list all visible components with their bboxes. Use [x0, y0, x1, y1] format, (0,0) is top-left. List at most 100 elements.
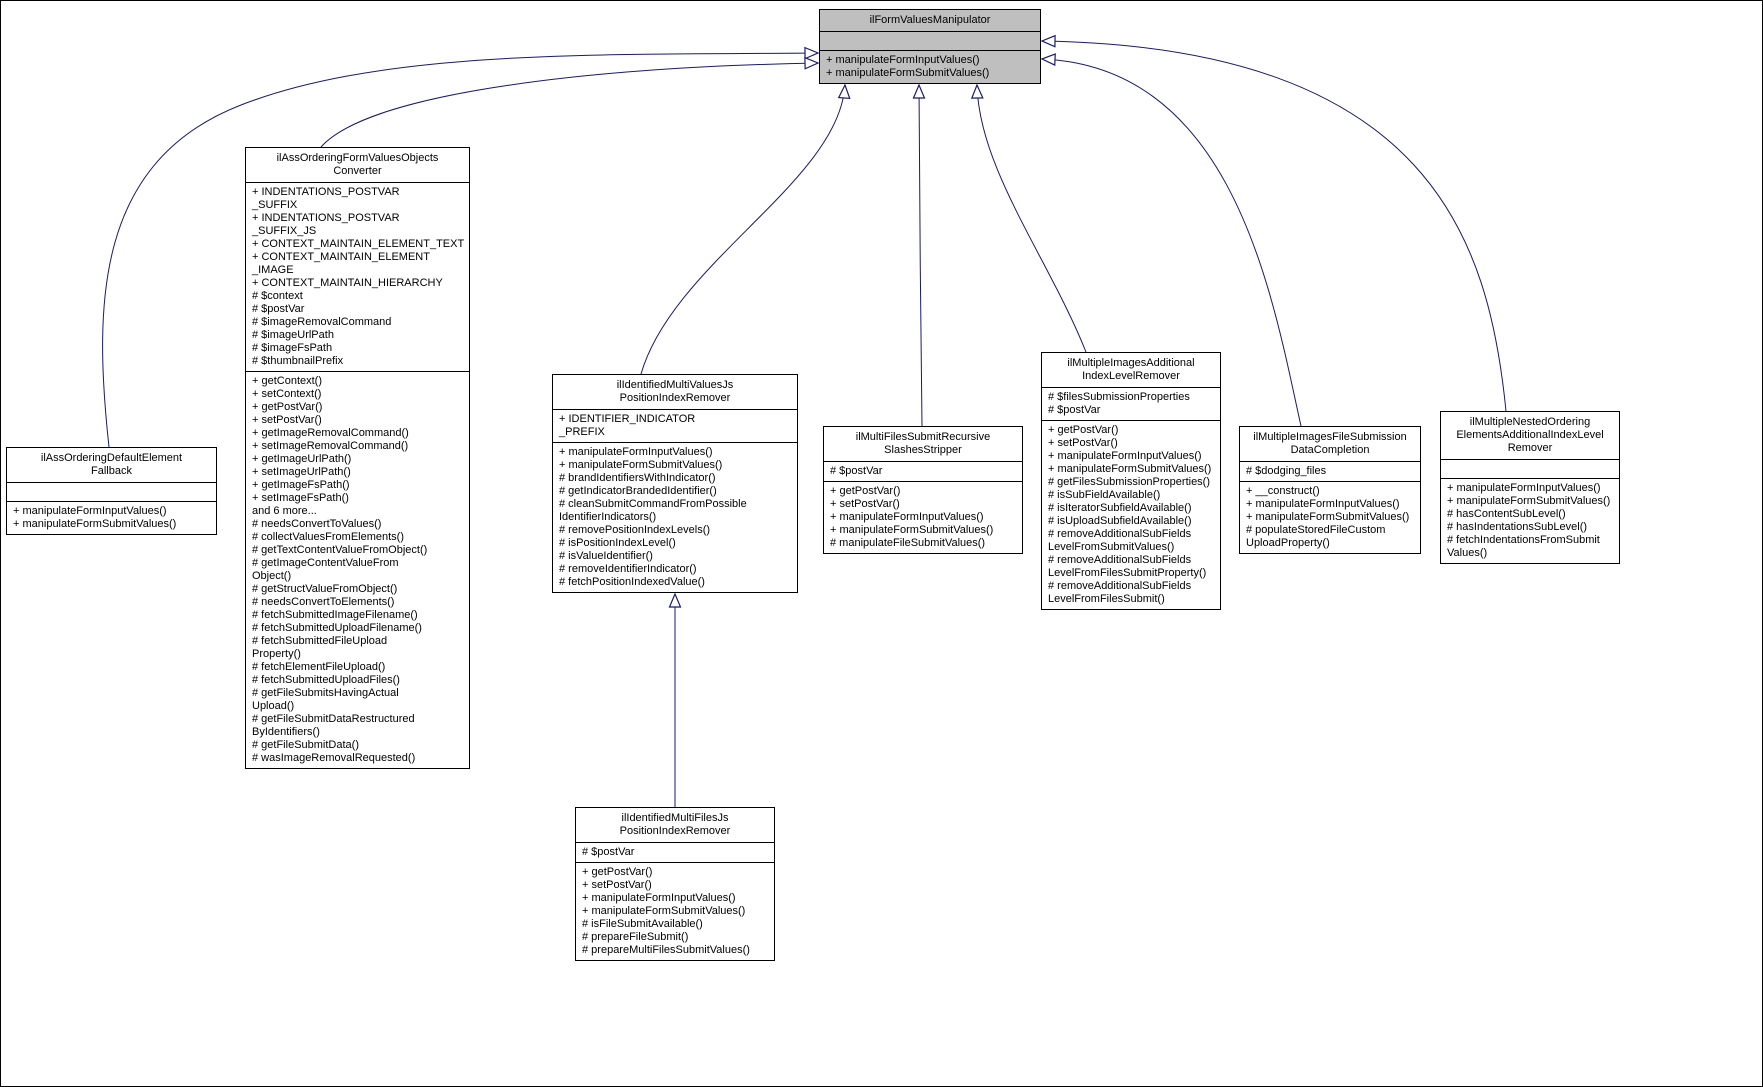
class-methods: + manipulateFormInputValues()+ manipulat… — [553, 442, 797, 592]
class-title-line: ilFormValuesManipulator — [869, 14, 991, 26]
method-line: + manipulateFormSubmitValues() — [826, 67, 990, 79]
method-line: + manipulateFormInputValues() — [13, 505, 167, 517]
method-line: # removeAdditionalSubFields — [1048, 580, 1192, 592]
method-line: LevelFromFilesSubmit() — [1048, 593, 1165, 605]
method-line: Object() — [252, 570, 292, 582]
class-attributes — [7, 482, 216, 501]
method-line: # isPositionIndexLevel() — [559, 537, 676, 549]
method-line: # prepareFileSubmit() — [582, 931, 689, 943]
method-line: # removeAdditionalSubFields — [1048, 554, 1192, 566]
class-methods: + getPostVar()+ setPostVar()+ manipulate… — [576, 862, 774, 960]
edge-indexLevelRemover-to-formValuesManipulator — [970, 83, 1087, 353]
class-methods: + manipulateFormInputValues()+ manipulat… — [7, 501, 216, 534]
method-line: + getImageUrlPath() — [252, 453, 352, 465]
method-line: # hasIndentationsSubLevel() — [1447, 521, 1588, 533]
class-methods: + __construct()+ manipulateFormInputValu… — [1240, 481, 1420, 553]
attribute-line: + CONTEXT_MAINTAIN_ELEMENT_TEXT — [252, 238, 465, 250]
method-line: + setContext() — [252, 388, 322, 400]
method-line: # hasContentSubLevel() — [1447, 508, 1566, 520]
attribute-line: # $postVar — [582, 846, 635, 858]
class-title-line: IndexLevelRemover — [1082, 370, 1180, 382]
edge-objectsConverter-to-formValuesManipulator — [320, 56, 820, 148]
method-line: + manipulateFormSubmitValues() — [582, 905, 746, 917]
method-line: + setPostVar() — [252, 414, 322, 426]
method-line: # populateStoredFileCustom — [1246, 524, 1386, 536]
method-line: # brandIdentifiersWithIndicator() — [559, 472, 716, 484]
attribute-line: + INDENTATIONS_POSTVAR — [252, 186, 400, 198]
class-title-line: ilMultipleImagesAdditional — [1067, 357, 1195, 369]
method-line: + manipulateFormInputValues() — [830, 511, 984, 523]
method-line: + setPostVar() — [830, 498, 900, 510]
attribute-line: # $imageUrlPath — [252, 329, 334, 341]
class-methods: + getPostVar()+ setPostVar()+ manipulate… — [824, 481, 1022, 553]
class-title-line: ElementsAdditionalIndexLevel — [1456, 429, 1604, 441]
method-line: + getContext() — [252, 375, 323, 387]
method-line: # fetchIndentationsFromSubmit — [1447, 534, 1600, 546]
method-line: + manipulateFormInputValues() — [582, 892, 736, 904]
method-line: + setImageUrlPath() — [252, 466, 351, 478]
method-line: + manipulateFormInputValues() — [1246, 498, 1400, 510]
attribute-line: # $postVar — [252, 303, 305, 315]
method-line: # getFileSubmitsHavingActual — [252, 687, 399, 699]
attribute-line: # $postVar — [830, 465, 883, 477]
attribute-line: _IMAGE — [252, 264, 294, 276]
method-line: # getImageContentValueFrom — [252, 557, 399, 569]
class-attributes: # $dodging_files — [1240, 461, 1420, 481]
attribute-line: _SUFFIX_JS — [252, 225, 317, 237]
method-line: # prepareMultiFilesSubmitValues() — [582, 944, 750, 956]
method-line: + manipulateFormInputValues() — [1447, 482, 1601, 494]
method-line: Property() — [252, 648, 301, 660]
method-line: + __construct() — [1246, 485, 1320, 497]
method-line: # fetchSubmittedUploadFilename() — [252, 622, 422, 634]
attribute-line: + IDENTIFIER_INDICATOR — [559, 413, 696, 425]
class-methods: + manipulateFormInputValues()+ manipulat… — [1441, 478, 1619, 563]
method-line: + manipulateFormSubmitValues() — [1048, 463, 1212, 475]
method-line: + getPostVar() — [582, 866, 653, 878]
method-line: + manipulateFormSubmitValues() — [1447, 495, 1611, 507]
method-line: + manipulateFormSubmitValues() — [559, 459, 723, 471]
class-attributes — [1441, 459, 1619, 478]
class-attributes: # $filesSubmissionProperties# $postVar — [1042, 387, 1220, 420]
method-line: # fetchPositionIndexedValue() — [559, 576, 705, 588]
class-attributes: # $postVar — [824, 461, 1022, 481]
method-line: # removePositionIndexLevels() — [559, 524, 711, 536]
class-title-line: ilMultiFilesSubmitRecursive — [855, 431, 991, 443]
method-line: # getStructValueFromObject() — [252, 583, 398, 595]
method-line: # fetchSubmittedImageFilename() — [252, 609, 418, 621]
method-line: # isIteratorSubfieldAvailable() — [1048, 502, 1192, 514]
method-line: + setImageRemovalCommand() — [252, 440, 409, 452]
class-title-line: Remover — [1507, 442, 1553, 454]
method-line: and 6 more... — [252, 505, 317, 517]
method-line: UploadProperty() — [1246, 537, 1330, 549]
method-line: Upload() — [252, 700, 295, 712]
method-line: # collectValuesFromElements() — [252, 531, 405, 543]
class-title-line: ilAssOrderingFormValuesObjects — [276, 152, 439, 164]
method-line: # getFileSubmitDataRestructured — [252, 713, 415, 725]
class-box-ilFormValuesManipulator: ilFormValuesManipulator + manipulateForm… — [819, 9, 1041, 84]
attribute-line: # $filesSubmissionProperties — [1048, 391, 1190, 403]
method-line: # isUploadSubfieldAvailable() — [1048, 515, 1192, 527]
class-title-line: PositionIndexRemover — [619, 392, 731, 404]
method-line: # getFileSubmitData() — [252, 739, 359, 751]
method-line: # wasImageRemovalRequested() — [252, 752, 416, 764]
attribute-line: # $imageRemovalCommand — [252, 316, 392, 328]
attribute-line: # $dodging_files — [1246, 465, 1327, 477]
class-methods: + getContext()+ setContext()+ getPostVar… — [246, 371, 469, 768]
class-title-line: PositionIndexRemover — [619, 825, 731, 837]
method-line: # removeIdentifierIndicator() — [559, 563, 697, 575]
attribute-line: # $postVar — [1048, 404, 1101, 416]
method-line: # getIndicatorBrandedIdentifier() — [559, 485, 717, 497]
method-line: + manipulateFormInputValues() — [826, 54, 980, 66]
method-line: + manipulateFormSubmitValues() — [830, 524, 994, 536]
method-line: IdentifierIndicators() — [559, 511, 657, 523]
